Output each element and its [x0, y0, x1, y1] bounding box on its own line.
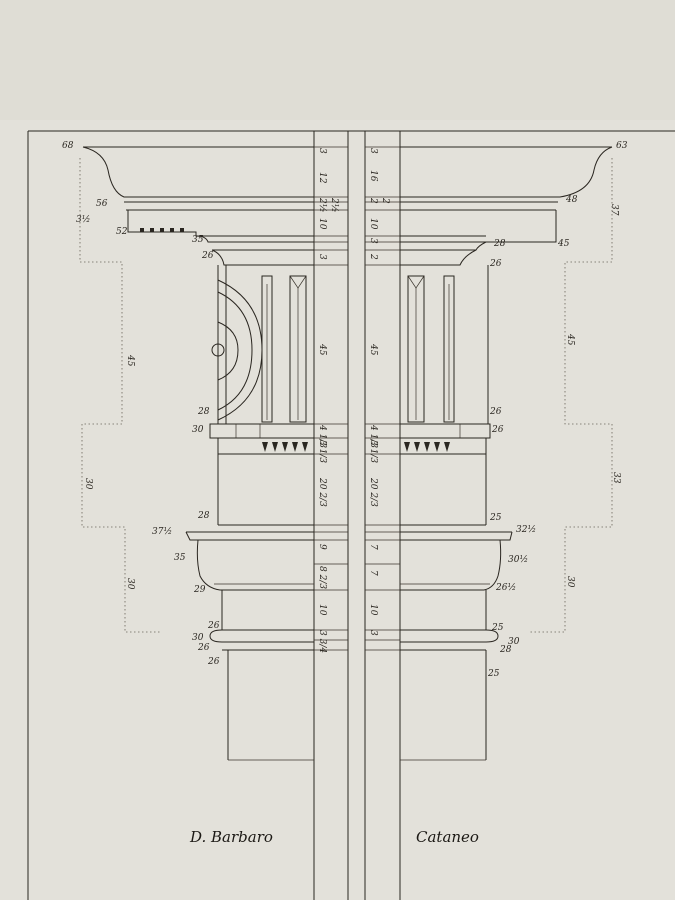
cataneo-scale-numerals: 3 16 2 2 10 3 2 45 4 1/3 3 1/3 20 2/3 7 …: [368, 148, 390, 636]
barbaro-label: 37½: [152, 526, 172, 537]
cataneo-profile-labels: 63 48 45 28 26 26 26 25 32½ 30½ 26½ 25 3…: [487, 141, 628, 679]
cataneo-label: 30: [508, 637, 520, 647]
outer-right-dimensions: 37 45 33 30: [565, 204, 621, 588]
barbaro-profile-labels: 68 56 3½ 52 35 26 28 30 28 37½ 35 29 26 …: [62, 141, 220, 667]
cataneo-label: 45: [557, 239, 570, 249]
caption-cataneo: Cataneo: [416, 828, 479, 846]
scale-numeral: 12: [317, 172, 327, 184]
scale-numeral: 2: [380, 197, 390, 204]
cataneo-label: 26: [489, 407, 502, 417]
cataneo-label: 25: [491, 623, 504, 633]
barbaro-label: 68: [62, 141, 74, 151]
cataneo-label: 25: [489, 513, 502, 523]
outer-left-dimensions: 45 30 30: [83, 354, 135, 590]
scale-numeral: 3: [368, 148, 378, 154]
scale-numeral: 4 1/3: [368, 424, 378, 448]
scale-numeral: 10: [368, 218, 378, 230]
scale-numeral: 45: [317, 343, 327, 356]
outer-right-dim: 33: [611, 472, 621, 484]
scale-numeral: 2½: [329, 197, 340, 212]
cataneo-label: 48: [565, 195, 578, 205]
barbaro-label: 26: [207, 657, 220, 667]
barbaro-label: 28: [197, 511, 210, 521]
dotted-dimension-outlines: [79, 158, 613, 633]
cataneo-label: 28: [499, 645, 512, 655]
scale-numeral: 8 2/3: [317, 566, 327, 589]
scale-numeral: 45: [368, 343, 378, 356]
outer-left-dim: 45: [125, 354, 135, 367]
scale-numeral: 10: [317, 218, 327, 230]
barbaro-profile: [82, 146, 315, 761]
barbaro-label: 35: [174, 553, 186, 563]
barbaro-label: 29: [193, 585, 206, 595]
scale-numeral: 7: [368, 544, 378, 550]
cataneo-label: 25: [487, 669, 500, 679]
scale-numeral: 10: [368, 604, 378, 616]
scale-numeral: 9: [317, 544, 327, 550]
scale-numeral: 20 2/3: [368, 477, 378, 507]
scale-numeral: 20 2/3: [317, 477, 327, 507]
scale-numeral: 3 1/3: [317, 440, 327, 463]
cataneo-label: 26: [491, 425, 504, 435]
cataneo-label: 26: [489, 259, 502, 269]
scale-numeral: 10: [317, 604, 327, 616]
scale-numeral: 2: [368, 253, 378, 260]
scale-numeral: 3: [317, 254, 327, 260]
barbaro-label: 35: [192, 235, 204, 245]
scale-numeral: 2½: [317, 197, 328, 212]
cataneo-profile: [399, 146, 613, 761]
cataneo-label: 32½: [516, 524, 536, 535]
cataneo-label: 26½: [495, 582, 516, 593]
barbaro-label: 30: [192, 633, 204, 643]
scale-numeral: 3 1/3: [368, 440, 378, 463]
barbaro-label: 28: [197, 407, 210, 417]
scale-numeral: 4 1/3: [317, 424, 327, 448]
barbaro-label: 26: [207, 621, 220, 631]
scale-numeral: 3: [317, 148, 327, 154]
outer-left-dim: 30: [83, 478, 93, 490]
scale-numeral: 7: [368, 570, 378, 576]
barbaro-label: 56: [96, 199, 108, 209]
cataneo-label: 30½: [508, 554, 528, 565]
scale-numeral: 16: [368, 170, 378, 182]
cataneo-label: 63: [616, 141, 628, 151]
outer-left-dim: 30: [125, 578, 135, 590]
barbaro-label: 3½: [76, 214, 90, 225]
scale-numeral: 2: [368, 197, 378, 204]
barbaro-label: 52: [116, 227, 128, 237]
scale-numeral: 3 3/4: [317, 630, 327, 653]
barbaro-label: 26: [201, 251, 214, 261]
scale-column-ticks: [314, 146, 400, 651]
outer-right-dim: 30: [565, 576, 575, 588]
barbaro-label: 30: [192, 425, 204, 435]
plate-frame: [27, 130, 675, 900]
barbaro-label: 26: [197, 643, 210, 653]
barbaro-scale-numerals: 3 12 2½ 2½ 10 3 45 4 1/3 3 1/3 20 2/3 9 …: [317, 148, 340, 653]
cataneo-label: 28: [493, 239, 506, 249]
outer-right-dim: 45: [565, 333, 575, 346]
outer-right-dim: 37: [609, 204, 619, 216]
caption-barbaro: D. Barbaro: [189, 828, 273, 846]
scale-numeral: 3: [368, 238, 378, 244]
scale-numeral: 3: [368, 630, 378, 636]
